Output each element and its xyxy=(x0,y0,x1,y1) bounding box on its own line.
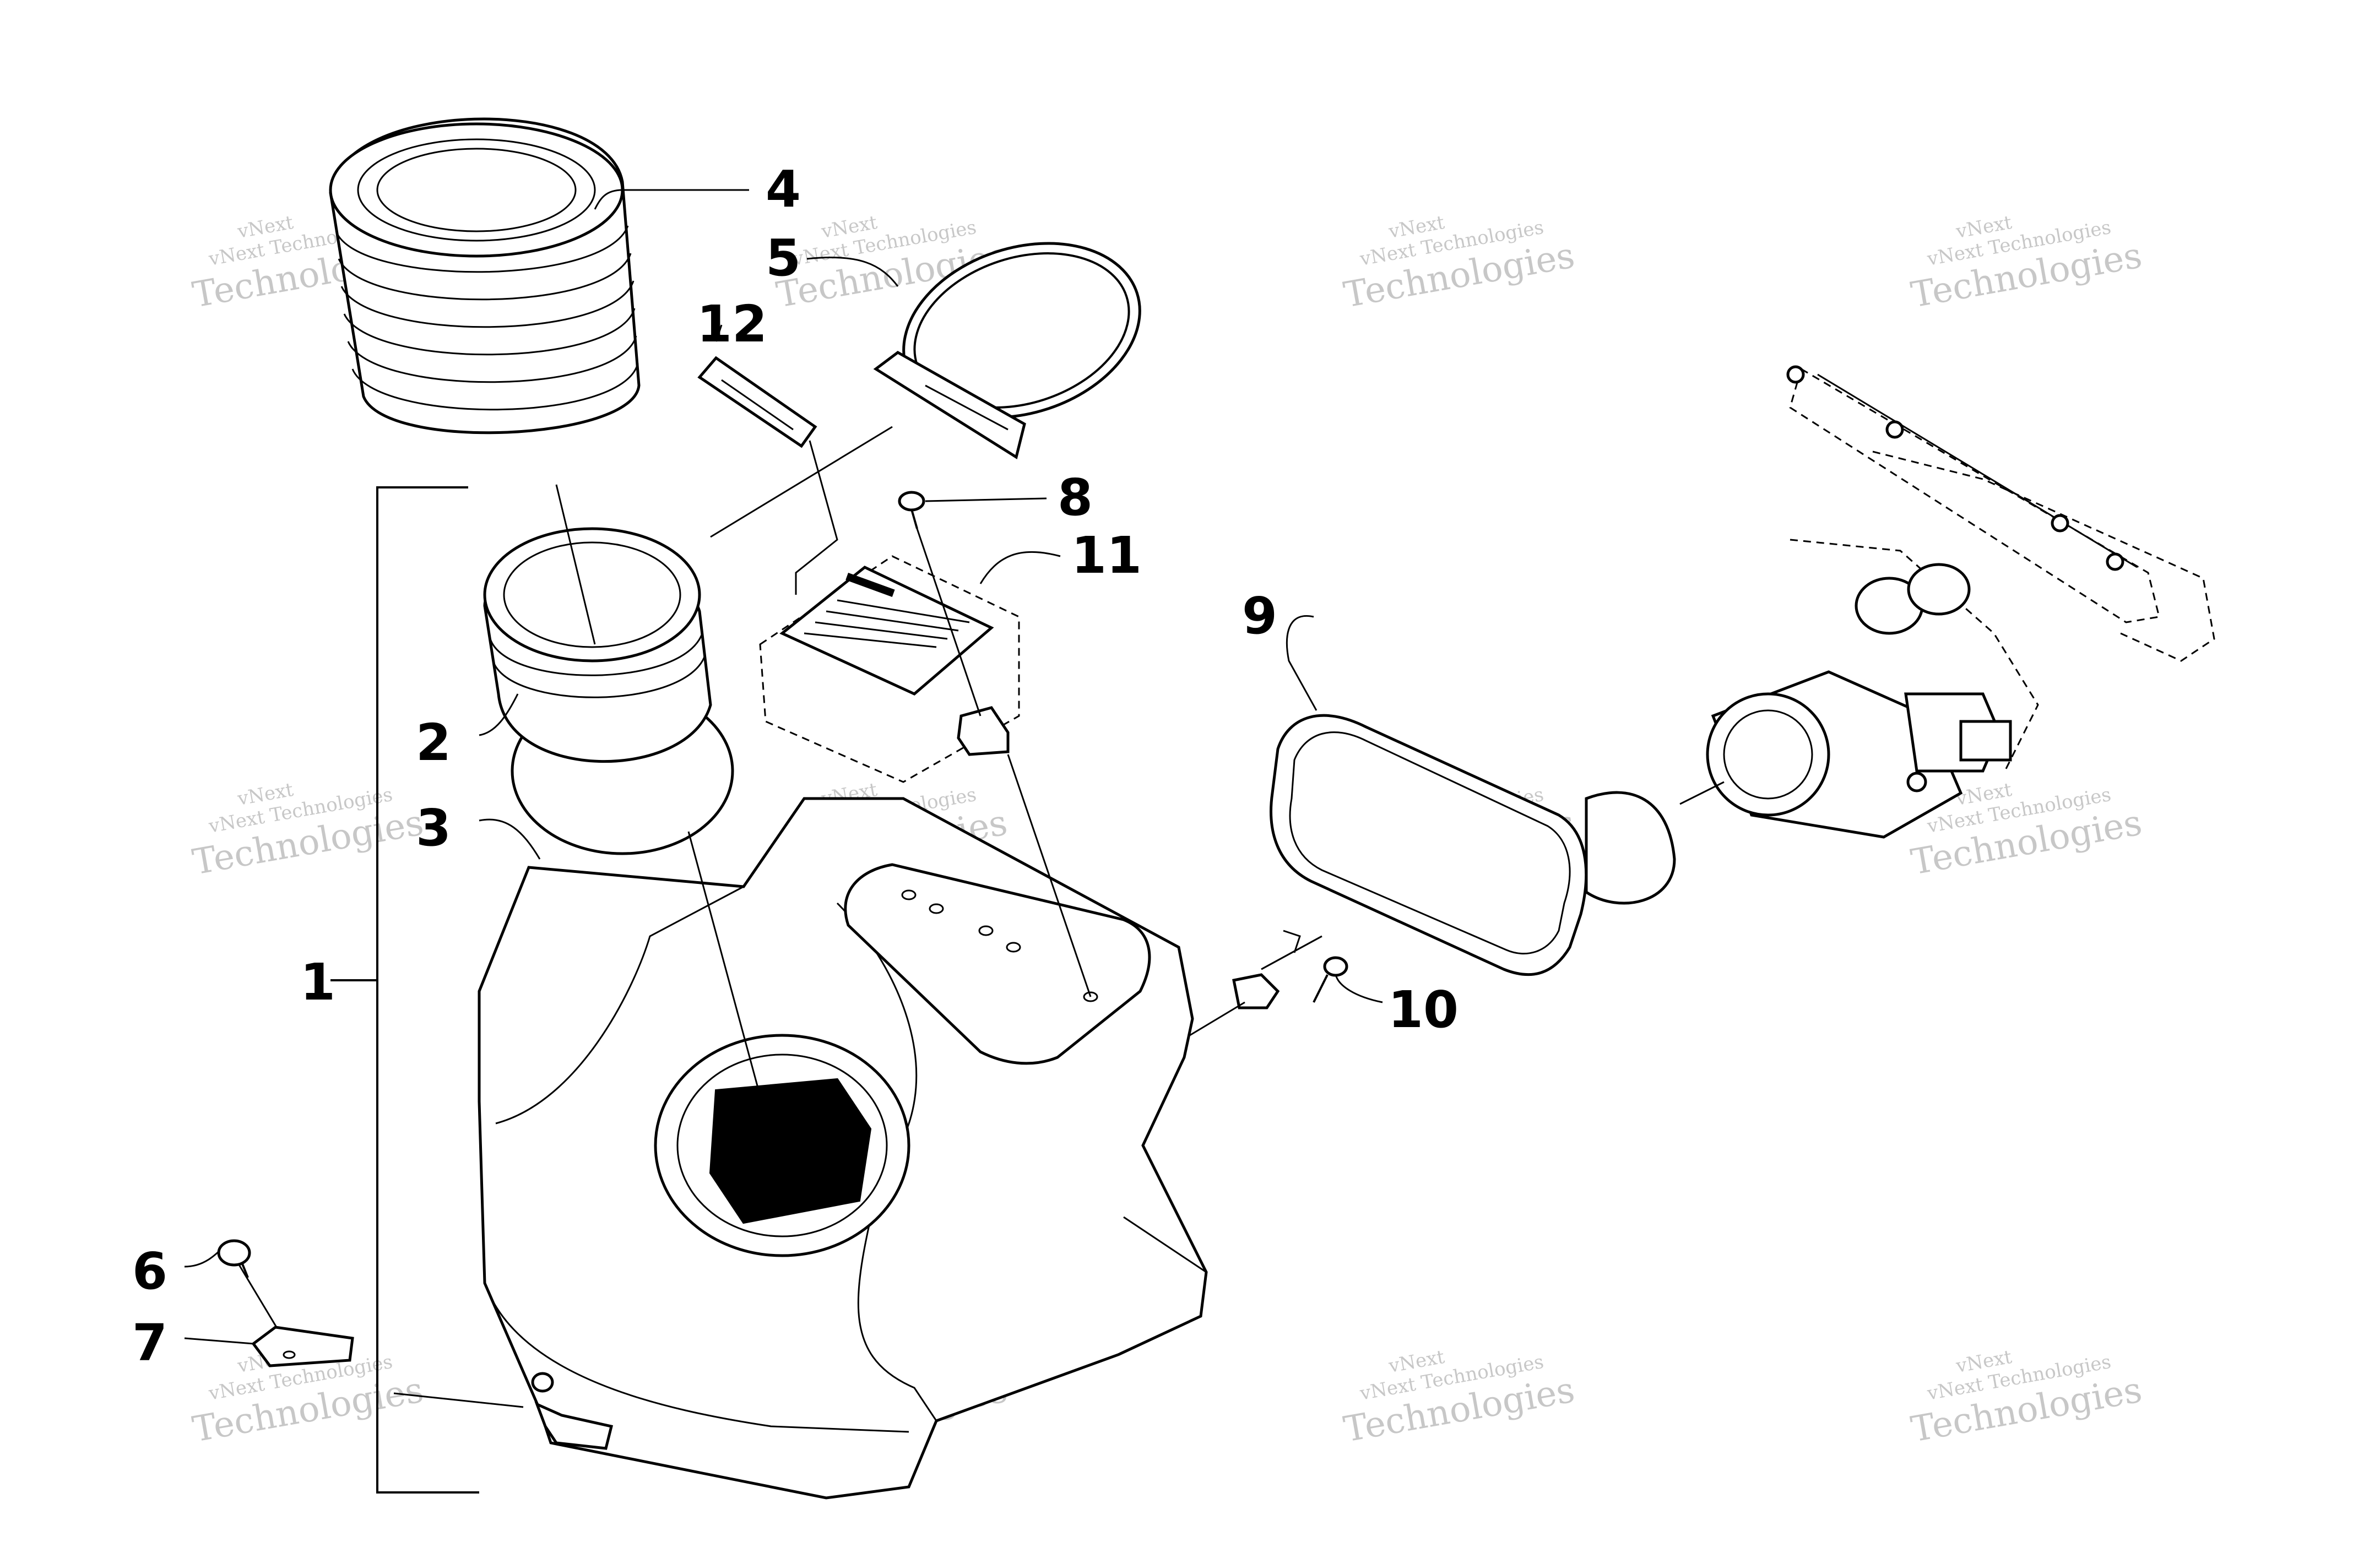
callout-9: 9 xyxy=(1242,587,1277,645)
leader-line-4 xyxy=(594,189,749,210)
throttle-body-reference xyxy=(1706,365,2215,839)
explode-line xyxy=(916,528,982,716)
leader-line-12-label xyxy=(795,440,838,595)
assembly-bracket xyxy=(330,486,479,1494)
callout-11: 11 xyxy=(1071,526,1142,585)
leader-line-12 xyxy=(715,324,723,342)
part-6-fastener xyxy=(217,1239,251,1278)
part-3-air-box xyxy=(478,797,1208,1500)
leader-line-8 xyxy=(925,497,1047,502)
callout-6: 6 xyxy=(132,1242,167,1301)
leader-line-2 xyxy=(479,693,519,736)
part-9-air-filter xyxy=(1270,714,1676,976)
explode-line xyxy=(393,1392,524,1408)
part-8-screw xyxy=(898,491,925,529)
explode-line xyxy=(687,831,761,1096)
callout-7: 7 xyxy=(132,1313,167,1372)
leader-line-7 xyxy=(184,1337,254,1345)
callout-5: 5 xyxy=(766,229,801,287)
callout-3: 3 xyxy=(416,799,451,857)
explode-line xyxy=(1261,935,1322,970)
leader-line-9 xyxy=(1286,615,1318,711)
part-7-clip xyxy=(251,1326,354,1367)
part-2-intake-adapter xyxy=(483,527,734,855)
part-5-clamp-ring xyxy=(873,242,1141,459)
part-12-strap xyxy=(697,356,817,448)
watermark: vNext vNext Technologies Technologies xyxy=(189,779,426,883)
callout-10: 10 xyxy=(1388,980,1459,1039)
leader-lines xyxy=(184,189,1725,1408)
watermark: vNext vNext Technologies Technologies xyxy=(1341,1346,1577,1451)
callout-8: 8 xyxy=(1058,468,1093,527)
leader-line-3 xyxy=(479,818,541,860)
part-10-hose-clamp xyxy=(1232,930,1348,1009)
callout-1: 1 xyxy=(300,953,335,1012)
leader-line-5 xyxy=(806,257,899,287)
explode-line xyxy=(555,484,596,645)
leader-line-10 xyxy=(1335,974,1383,1003)
callout-4: 4 xyxy=(766,160,801,219)
part-4-bellows-boot xyxy=(329,117,641,435)
watermark: vNext vNext Technologies Technologies xyxy=(1908,1346,2145,1451)
callout-labels: 4 5 12 8 11 9 10 2 3 1 6 7 xyxy=(132,160,1459,1372)
part-11-label xyxy=(759,555,1020,783)
explode-line xyxy=(1679,781,1725,805)
explode-line xyxy=(1189,1001,1245,1036)
callout-2: 2 xyxy=(416,713,451,772)
explode-line xyxy=(1007,754,1092,997)
watermark: vNext vNext Technologies Technologies xyxy=(1341,211,1577,316)
callout-12: 12 xyxy=(697,295,767,354)
explode-line xyxy=(710,426,893,538)
watermark: vNext vNext Technologies Technologies xyxy=(1908,211,2145,316)
leader-line-11 xyxy=(979,551,1061,584)
